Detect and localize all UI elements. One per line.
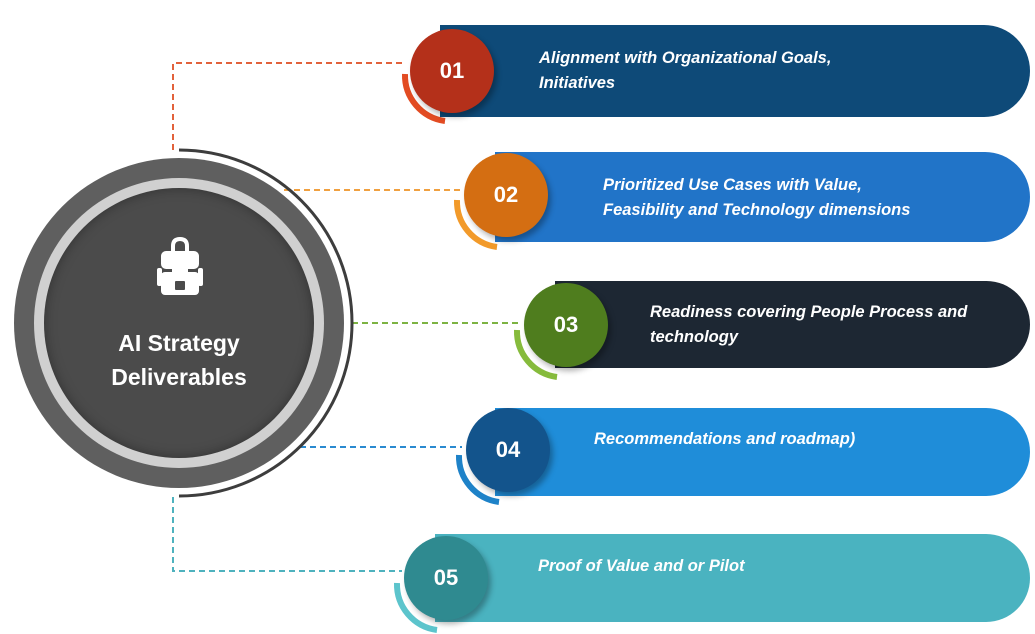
deliverable-text-02: Prioritized Use Cases with Value, Feasib… bbox=[603, 176, 911, 219]
deliverable-number-03: 03 bbox=[553, 312, 579, 337]
badge-arc-04 bbox=[455, 454, 500, 505]
badge-arc-01 bbox=[401, 73, 446, 124]
hub-title-line2: Deliverables bbox=[111, 364, 247, 390]
badge-arc-03 bbox=[513, 329, 558, 380]
deliverable-text-01: Alignment with Organizational Goals, Ini… bbox=[539, 49, 832, 92]
hub-side-arc bbox=[178, 148, 354, 498]
deliverable-number-04: 04 bbox=[495, 437, 521, 462]
deliverable-text-05: Proof of Value and or Pilot bbox=[538, 557, 745, 575]
hub-core bbox=[44, 188, 314, 458]
connector-05 bbox=[172, 497, 402, 572]
deliverable-bar-01 bbox=[440, 25, 1030, 117]
badge-arc-02 bbox=[453, 199, 498, 250]
deliverable-bar-04 bbox=[495, 408, 1030, 496]
deliverable-number-01: 01 bbox=[439, 58, 465, 83]
deliverable-badge-05: 05 bbox=[404, 536, 488, 620]
deliverable-badge-02: 02 bbox=[464, 153, 548, 237]
deliverable-badge-03: 03 bbox=[524, 283, 608, 367]
deliverable-bar-05 bbox=[435, 534, 1030, 622]
deliverable-text-03: Readiness covering People Process and te… bbox=[650, 303, 968, 346]
deliverable-number-05: 05 bbox=[433, 565, 459, 590]
deliverable-badge-04: 04 bbox=[466, 408, 550, 492]
deliverable-bar-03 bbox=[555, 281, 1030, 368]
deliverable-number-02: 02 bbox=[493, 182, 519, 207]
badge-arc-05 bbox=[393, 582, 438, 633]
hub-title: AI Strategy Deliverables bbox=[44, 326, 314, 394]
deliverable-bar-02 bbox=[495, 152, 1030, 242]
connector-01 bbox=[172, 62, 404, 150]
deliverable-text-04: Recommendations and roadmap) bbox=[594, 430, 856, 448]
hub-title-line1: AI Strategy bbox=[118, 330, 240, 356]
deliverable-badge-01: 01 bbox=[410, 29, 494, 113]
